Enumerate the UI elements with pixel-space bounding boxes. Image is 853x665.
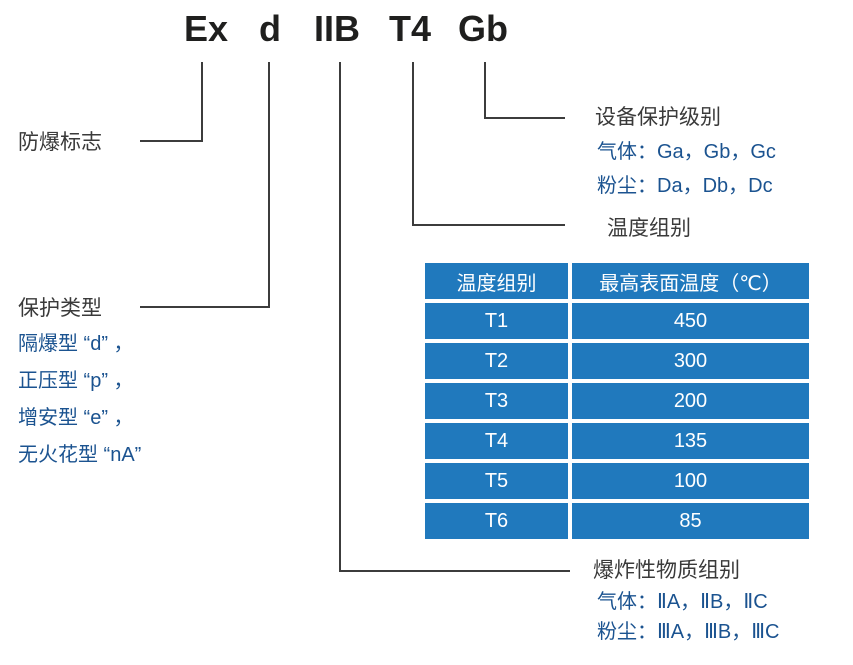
- table-cell-t1: T1: [425, 303, 568, 339]
- marking-token-t4: T4: [388, 8, 432, 49]
- table-cell-t1-temp: 450: [572, 303, 809, 339]
- table-cell-t3-temp: 200: [572, 383, 809, 419]
- temperature-class-table: 温度组别 最高表面温度（℃） T1 450 T2 300 T3 200 T4 1…: [425, 263, 809, 539]
- table-cell-t4-temp: 135: [572, 423, 809, 459]
- label-temperature-class: 温度组别: [607, 217, 691, 240]
- connector-line-iib: [339, 62, 570, 572]
- marking-token-gb: Gb: [458, 8, 508, 49]
- table-cell-t3: T3: [425, 383, 568, 419]
- table-cell-t5: T5: [425, 463, 568, 499]
- table-cell-t5-temp: 100: [572, 463, 809, 499]
- label-explosive-substance-group: 爆炸性物质组别: [593, 559, 740, 582]
- table-cell-t4: T4: [425, 423, 568, 459]
- table-cell-t6: T6: [425, 503, 568, 539]
- connector-line-d: [140, 62, 270, 308]
- marking-token-iib: IIB: [313, 8, 361, 49]
- connector-line-t4: [412, 62, 565, 226]
- group-dust-classes: 粉尘：ⅢA，ⅢB，ⅢC: [597, 621, 780, 643]
- table-cell-t2-temp: 300: [572, 343, 809, 379]
- epl-dust-levels: 粉尘：Da，Db，Dc: [597, 175, 773, 197]
- label-equipment-protection-level: 设备保护级别: [595, 106, 721, 129]
- group-gas-classes: 气体：ⅡA，ⅡB，ⅡC: [597, 591, 768, 613]
- protection-type-item-p: 正压型 “p” ，: [18, 370, 134, 392]
- table-header-temp-class: 温度组别: [425, 263, 568, 299]
- marking-token-d: d: [259, 8, 281, 49]
- epl-gas-levels: 气体：Ga，Gb，Gc: [597, 141, 776, 163]
- protection-type-item-na: 无火花型 “nA”: [18, 444, 142, 466]
- label-protection-type: 保护类型: [18, 297, 102, 320]
- protection-type-item-e: 增安型 “e” ，: [18, 407, 134, 429]
- table-cell-t2: T2: [425, 343, 568, 379]
- table-cell-t6-temp: 85: [572, 503, 809, 539]
- protection-type-item-d: 隔爆型 “d” ，: [18, 333, 134, 355]
- connector-line-gb: [484, 62, 565, 119]
- label-ex-mark: 防爆标志: [18, 131, 102, 154]
- marking-token-ex: Ex: [183, 8, 229, 49]
- protection-type-list: 隔爆型 “d” ， 正压型 “p” ， 增安型 “e” ， 无火花型 “nA”: [18, 326, 141, 474]
- table-header-max-surface: 最高表面温度（℃）: [572, 263, 809, 299]
- connector-line-ex: [140, 62, 203, 142]
